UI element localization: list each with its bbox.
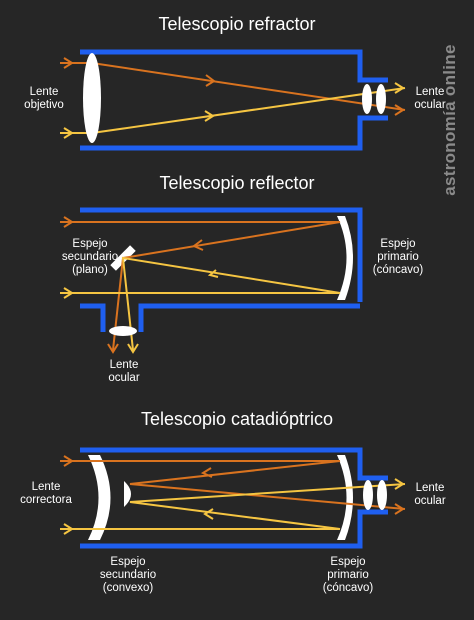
refractor-title: Telescopio refractor <box>158 14 316 34</box>
refractor-tube <box>80 49 388 151</box>
refractor-diagram <box>60 49 406 151</box>
reflector-tube <box>80 207 363 332</box>
watermark-logo: astronomía online <box>440 44 460 196</box>
catadioptric-ray-orange <box>60 460 406 510</box>
objective-lens <box>83 53 101 143</box>
refractor-eyepiece-lens-1 <box>362 84 372 114</box>
reflector-eyepiece-lens <box>109 326 137 336</box>
corrector-lens <box>88 455 111 540</box>
reflector-primary-mirror <box>337 216 353 300</box>
reflector-ray-orange <box>60 221 341 351</box>
reflector-diagram <box>60 207 363 354</box>
catadioptric-tube <box>80 447 388 549</box>
catadioptric-ray-yellow <box>60 483 406 530</box>
catadioptric-eyepiece-lens-1 <box>363 480 373 510</box>
reflector-ray-yellow <box>60 256 341 351</box>
catadioptric-title: Telescopio catadióptrico <box>140 409 334 429</box>
catadioptric-eyepiece-lens-2 <box>377 480 387 510</box>
refractor-arrow-heads <box>63 57 405 139</box>
reflector-title: Telescopio reflector <box>159 173 315 193</box>
refractor-ray-yellow <box>60 87 406 134</box>
catadioptric-arrow-heads <box>63 455 405 535</box>
catadioptric-diagram <box>60 447 406 549</box>
reflector-arrow-heads <box>63 216 219 354</box>
catadioptric-primary-mirror <box>337 455 353 540</box>
convex-secondary-mirror <box>124 481 131 507</box>
refractor-ray-orange <box>60 62 406 111</box>
refractor-eyepiece-lens-2 <box>376 84 386 114</box>
